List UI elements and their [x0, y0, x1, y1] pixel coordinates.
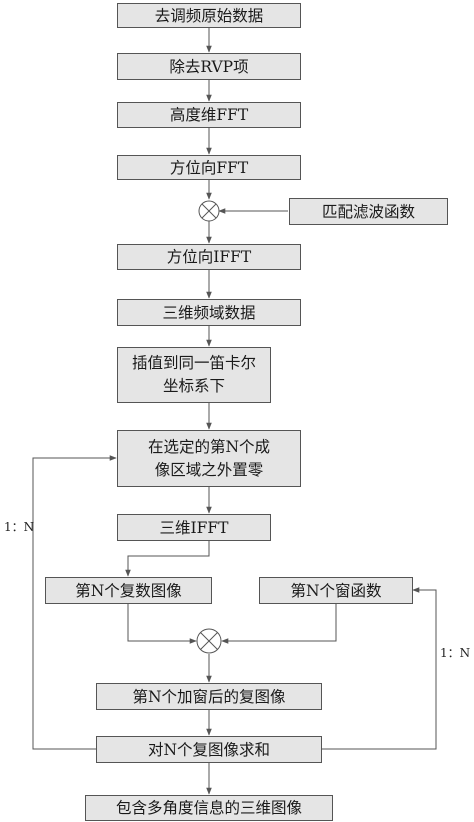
step-sum-complex-images: 对N个复图像求和	[96, 736, 322, 763]
step-dechirp-raw-data: 去调频原始数据	[117, 3, 301, 28]
step-zero-line-2: 像区域之外置零	[154, 460, 264, 479]
multiply-circle-icon	[198, 200, 220, 222]
loop-left-feedback	[32, 455, 117, 750]
step-azimuth-fft: 方位向FFT	[117, 155, 301, 180]
step-zero-line-1: 在选定的第N个成	[147, 437, 271, 456]
loop-right-feedback	[322, 587, 437, 750]
step-nth-windowed-complex-image: 第N个加窗后的复图像	[96, 683, 322, 710]
step-matched-filter-function: 匹配滤波函数	[289, 198, 448, 225]
step-interpolate-line-2: 坐标系下	[162, 377, 225, 395]
step-nth-complex-image: 第N个复数图像	[45, 577, 212, 604]
step-azimuth-ifft: 方位向IFFT	[117, 244, 301, 270]
multiply-circle-icon	[196, 628, 222, 654]
step-range-fft: 高度维FFT	[117, 102, 301, 128]
step-nth-window-function: 第N个窗函数	[259, 577, 413, 604]
step-zero-outside-region: 在选定的第N个成 像区域之外置零	[117, 430, 301, 487]
step-interpolate-cartesian: 插值到同一笛卡尔 坐标系下	[117, 347, 271, 403]
step-3d-frequency-data: 三维频域数据	[117, 299, 301, 326]
step-interpolate-line-1: 插值到同一笛卡尔	[131, 354, 256, 372]
arrow-window-to-multiply	[221, 604, 337, 644]
step-3d-ifft: 三维IFFT	[117, 514, 271, 541]
loop-right-label: 1：N	[440, 646, 471, 660]
step-remove-rvp: 除去RVP项	[117, 53, 301, 80]
arrow-ifft3d-to-complex-image	[125, 541, 210, 577]
step-multi-angle-3d-image: 包含多角度信息的三维图像	[85, 795, 333, 821]
loop-left-label: 1：N	[4, 520, 35, 534]
arrow-complex-image-to-multiply	[127, 604, 197, 644]
